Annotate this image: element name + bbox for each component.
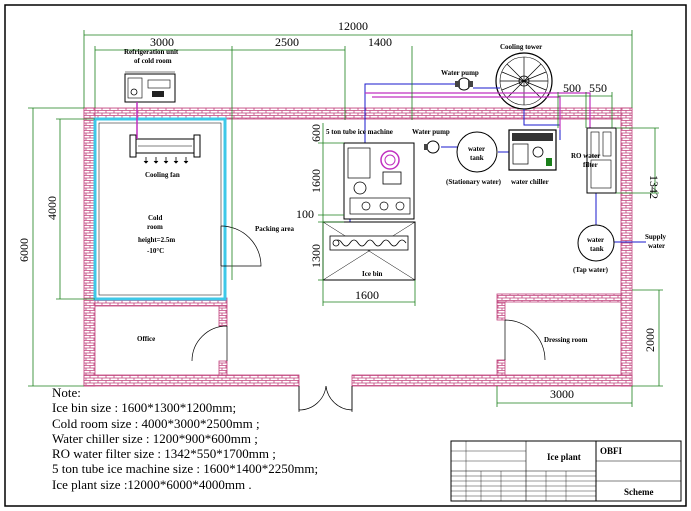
label-refrigeration-unit: Refrigeration unit [124,48,179,56]
refrigeration-unit [124,71,176,103]
label-tap-water: (Tap water) [573,266,609,274]
dim-550: 550 [589,81,607,95]
label-water-pump-top: Water pump [441,69,479,77]
doors [191,319,546,412]
dim-600: 600 [309,124,323,142]
label-stationary-water: (Stationary water) [446,178,502,186]
dim-3000-bottom: 3000 [550,387,574,401]
title-block: Ice plant OBFI Scheme [450,440,682,502]
note-line: 5 ton tube ice machine size : 1600*1400*… [52,461,319,477]
dim-500: 500 [563,81,581,95]
cooling-tower [495,52,553,110]
note-line: RO water filter size : 1342*550*1700mm ; [52,446,276,462]
water-pipes [349,83,646,243]
tube-ice-machine [343,142,415,220]
ice-bin [322,221,416,281]
dim-4000: 4000 [45,196,59,220]
label-cooling-fan: Cooling fan [145,171,180,179]
notes-title: Note: [52,385,81,400]
label-cold-room-2: room [147,223,163,231]
label-cold-room-temp: -10°C [147,247,164,255]
label-tap-water-tank-2: tank [590,245,604,253]
label-water-tank-2: tank [470,154,484,162]
building-walls [83,107,633,387]
label-supply-water-2: water [648,242,665,250]
label-packing-area: Packing area [255,225,294,233]
title-block-scheme: Scheme [624,487,654,497]
cooling-fan-unit [129,134,201,164]
label-refrigeration-unit-2: of cold room [134,57,172,65]
label-ro-filter: RO water [571,152,600,160]
label-ro-filter-2: filter [583,161,598,169]
drawing-frame [4,4,687,507]
dim-1342: 1342 [647,175,661,199]
note-line: Water chiller size : 1200*900*600mm ; [52,430,258,446]
label-supply-water: Supply [645,233,667,241]
label-ice-machine: 5 ton tube ice machine [326,128,393,136]
note-line: Ice bin size : 1600*1300*1200mm; [52,400,237,416]
water-pump-mid [424,140,440,154]
title-block-title: Ice plant [547,452,581,462]
dim-1600-vertical: 1600 [309,169,323,193]
dimension-lines [28,30,663,407]
water-pump-top [455,77,473,91]
tap-water-tank [577,224,615,262]
label-water-pump-mid: Water pump [412,128,450,136]
label-cold-room: Cold [148,214,163,222]
label-cooling-tower: Cooling tower [500,43,542,51]
label-tap-water-tank: water [587,236,604,244]
ro-water-filter [586,127,617,194]
dim-1300: 1300 [309,244,323,268]
title-block-company: OBFI [600,446,623,456]
dim-1400: 1400 [368,35,392,49]
label-water-tank: water [468,145,485,153]
dim-total-height: 6000 [17,238,31,262]
stationary-water-tank [456,131,498,173]
dim-100: 100 [296,207,314,221]
notes-block: Note: Ice bin size : 1600*1300*1200mm; C… [52,385,318,492]
note-line: Cold room size : 4000*3000*2500mm ; [52,415,260,431]
dim-3000: 3000 [150,35,174,49]
dim-2500: 2500 [275,35,299,49]
refrigerant-loop [365,92,591,130]
label-water-chiller: water chiller [511,178,549,186]
cold-room [93,117,262,301]
dim-2000: 2000 [643,328,657,352]
label-cold-room-height: height=2.5m [138,236,175,244]
label-ice-bin: Ice bin [362,270,383,278]
label-dressing-room: Dressing room [544,336,588,344]
dim-1600-bottom: 1600 [355,288,379,302]
dim-total-width: 12000 [338,19,368,33]
note-line: Ice plant size :12000*6000*4000mm . [52,476,252,492]
water-chiller [508,129,557,171]
label-office: Office [137,335,155,343]
